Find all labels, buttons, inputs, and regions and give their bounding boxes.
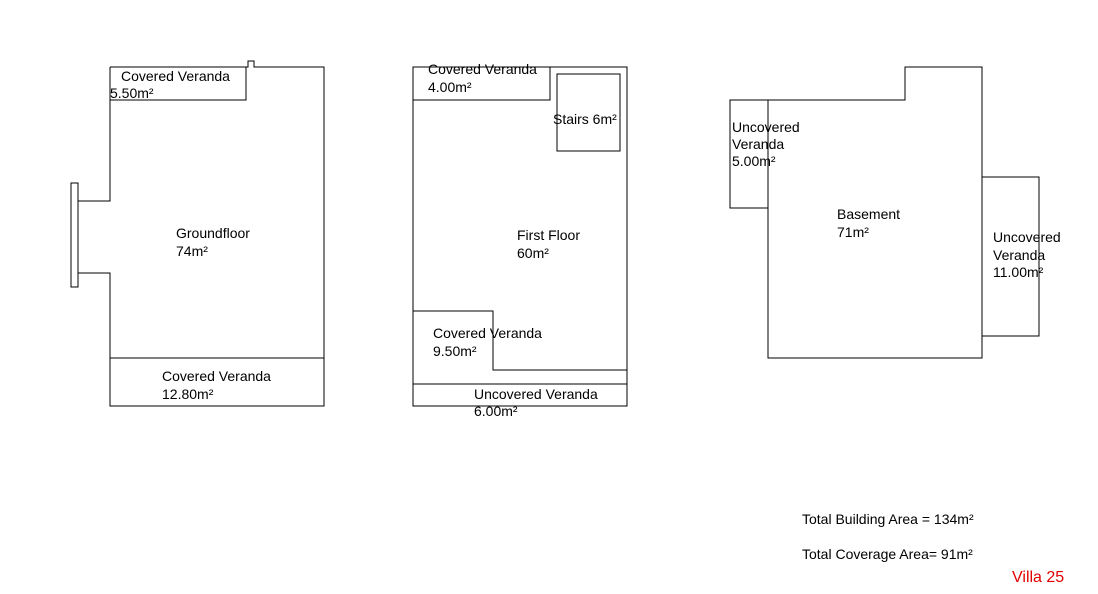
total-building-area: Total Building Area = 134m² xyxy=(802,511,974,527)
bs-uncovered-left-line1: Uncovered xyxy=(732,119,800,135)
basement-outline xyxy=(767,66,983,359)
first-floor-plan xyxy=(412,66,628,407)
gf-covered-bottom-area: 12.80m² xyxy=(162,386,214,402)
bs-uncovered-right-line2: Veranda xyxy=(993,247,1045,263)
bs-uncovered-left-line2: Veranda xyxy=(732,136,784,152)
ff-covered-top-name: Covered Veranda xyxy=(428,61,537,77)
ff-uncovered-bottom-name: Uncovered Veranda xyxy=(474,386,598,402)
bs-main-area: 71m² xyxy=(837,224,869,240)
groundfloor-covered-top-boundary xyxy=(110,67,247,101)
ff-main-area: 60m² xyxy=(517,245,549,261)
ff-covered-top-area: 4.00m² xyxy=(428,79,472,95)
gf-main-area: 74m² xyxy=(176,243,208,259)
total-coverage-area: Total Coverage Area= 91m² xyxy=(802,546,973,562)
basement-uncovered-right xyxy=(981,176,1040,337)
groundfloor-outline xyxy=(70,60,325,407)
groundfloor-plan xyxy=(70,60,325,407)
gf-main-name: Groundfloor xyxy=(176,225,250,241)
gf-covered-bottom-name: Covered Veranda xyxy=(162,368,271,384)
bs-main-name: Basement xyxy=(837,206,900,222)
ff-stairs-label: Stairs 6m² xyxy=(553,111,617,127)
villa-label: Villa 25 xyxy=(1012,569,1064,586)
gf-covered-top-area: 5.50m² xyxy=(110,85,154,101)
basement-plan xyxy=(729,66,1040,359)
first-floor-outline xyxy=(412,66,628,407)
basement-uncovered-left xyxy=(729,99,769,209)
ff-main-name: First Floor xyxy=(517,227,580,243)
first-floor-covered-bottom-boundary xyxy=(413,310,627,371)
bs-uncovered-left-area: 5.00m² xyxy=(732,153,776,169)
ff-uncovered-bottom-area: 6.00m² xyxy=(474,403,518,419)
bs-uncovered-right-line1: Uncovered xyxy=(993,229,1061,245)
ff-covered-bottom-area: 9.50m² xyxy=(433,343,477,359)
ff-covered-bottom-name: Covered Veranda xyxy=(433,325,542,341)
stairs-box xyxy=(556,73,621,152)
first-floor-covered-top-boundary xyxy=(413,67,551,101)
gf-covered-top-name: Covered Veranda xyxy=(121,68,230,84)
bs-uncovered-right-area: 11.00m² xyxy=(993,264,1044,280)
